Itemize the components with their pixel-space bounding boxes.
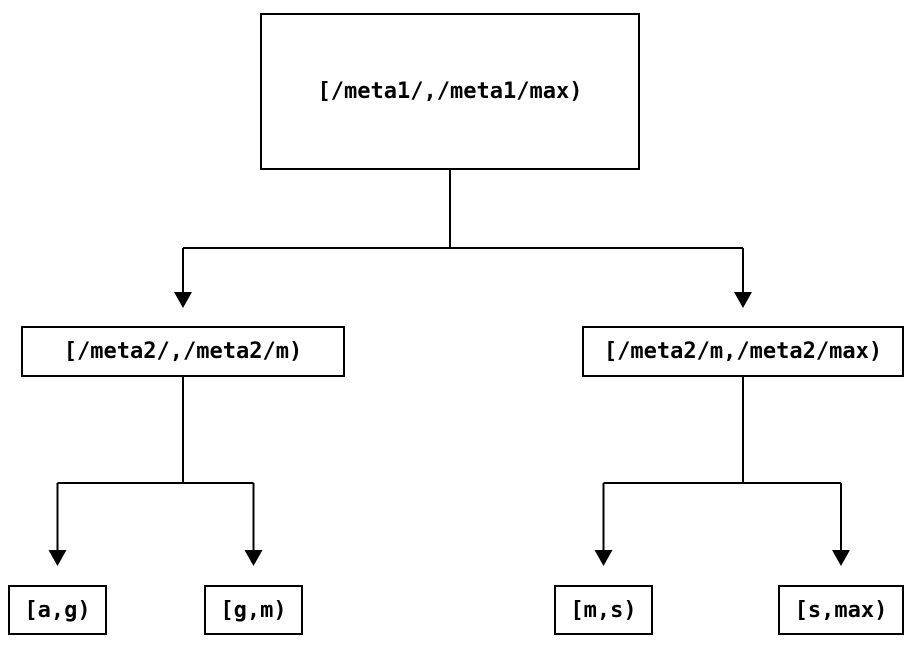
node-label: [/meta1/,/meta1/max) bbox=[317, 79, 583, 104]
node-meta2-right-range: [/meta2/m,/meta2/max) bbox=[582, 326, 904, 377]
node-label: [/meta2/,/meta2/m) bbox=[63, 339, 303, 364]
arrowhead-to-meta2-left bbox=[174, 292, 192, 308]
edge-root-to-children bbox=[174, 170, 752, 308]
edge-meta2-right-to-leaves bbox=[594, 377, 850, 566]
arrowhead-to-leaf-gm bbox=[244, 550, 263, 566]
node-label: [m,s) bbox=[570, 597, 637, 623]
node-leaf-a-g: [a,g) bbox=[8, 585, 107, 635]
node-leaf-s-max: [s,max) bbox=[778, 585, 904, 635]
edge-meta2-left-to-leaves bbox=[48, 377, 263, 566]
node-label: [a,g) bbox=[24, 597, 91, 623]
arrowhead-to-meta2-right bbox=[734, 292, 752, 308]
node-leaf-g-m: [g,m) bbox=[204, 585, 303, 635]
node-leaf-m-s: [m,s) bbox=[554, 585, 653, 635]
node-label: [s,max) bbox=[794, 597, 888, 623]
node-meta2-left-range: [/meta2/,/meta2/m) bbox=[21, 326, 345, 377]
node-label: [/meta2/m,/meta2/max) bbox=[603, 339, 883, 364]
node-label: [g,m) bbox=[220, 597, 287, 623]
node-root-meta1-range: [/meta1/,/meta1/max) bbox=[260, 13, 640, 170]
arrowhead-to-leaf-ms bbox=[594, 550, 613, 566]
arrowhead-to-leaf-smax bbox=[832, 550, 850, 566]
arrowhead-to-leaf-ag bbox=[48, 550, 67, 566]
